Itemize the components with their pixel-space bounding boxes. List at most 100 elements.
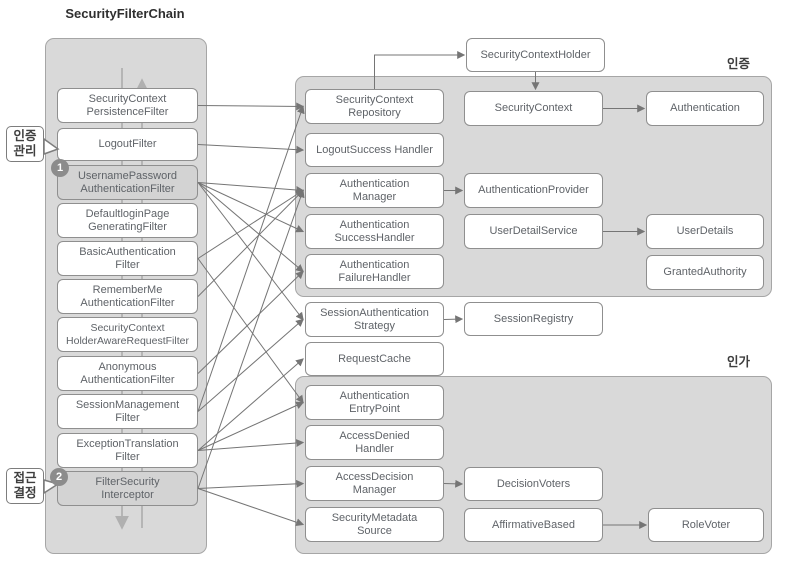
node-label: UserDetailService: [489, 225, 578, 237]
edge-fsi-to-sms: [197, 488, 305, 527]
node-granted-authority: GrantedAuthority: [646, 255, 764, 290]
node-label: AuthenticationFilter: [80, 296, 175, 309]
edge-scpf-to-screpo: [197, 102, 305, 111]
edge-upaf-to-authsuccess: [197, 182, 305, 233]
node-label: AuthenticationProvider: [478, 184, 589, 196]
node-label: DecisionVoters: [496, 477, 571, 490]
authorization-region-label: 인가: [726, 355, 750, 369]
edge-sas-to-sessionregistry: [443, 315, 464, 324]
node-label: Filter: [115, 258, 140, 271]
node-label: UsernamePassword: [77, 169, 178, 182]
node-user-details: UserDetails: [646, 214, 764, 249]
node-label: Anonymous: [98, 360, 157, 373]
node-label: Filter: [115, 450, 140, 463]
edge-basic-to-aep: [197, 258, 304, 404]
node-security-context: SecurityContext: [464, 91, 603, 126]
node-label: Filter: [115, 411, 140, 424]
badge-step-1: 1: [51, 159, 69, 177]
edge-upaf-to-authfailure: [197, 182, 304, 273]
node-label: Authentication: [339, 389, 410, 402]
callout-auth-manage: 인증 관리: [6, 126, 44, 162]
node-session-registry: SessionRegistry: [464, 302, 603, 336]
node-label: AccessDecision: [335, 470, 414, 483]
edge-logout-to-lsh: [197, 144, 305, 154]
edge-fsi-to-authmgr: [197, 189, 305, 489]
node-role-voter: RoleVoter: [648, 508, 764, 542]
edge-upaf-to-authmgr: [197, 182, 305, 194]
node-label: SecurityContextHolder: [480, 48, 591, 61]
node-label: EntryPoint: [349, 402, 400, 415]
diagram-title: SecurityFilterChain: [65, 6, 185, 21]
node-decision-voters: DecisionVoters: [464, 467, 603, 501]
callout-line: 인증: [13, 129, 37, 143]
node-label: LogoutFilter: [98, 138, 157, 150]
node-label: SecurityContext: [90, 321, 165, 334]
node-label: GrantedAuthority: [663, 266, 747, 278]
node-label: AffirmativeBased: [492, 518, 575, 531]
node-affirmative-based: AffirmativeBased: [464, 508, 603, 542]
node-label: AuthenticationFilter: [80, 182, 175, 195]
node-label: Source: [357, 524, 392, 537]
node-label: ExceptionTranslation: [76, 437, 179, 450]
node-label: SessionRegistry: [493, 312, 574, 325]
node-label: FailureHandler: [338, 271, 411, 284]
node-label: GeneratingFilter: [88, 220, 167, 233]
node-label: Authentication: [339, 258, 410, 271]
node-label: SecurityContext: [88, 92, 167, 105]
node-label: Manager: [352, 190, 397, 203]
node-label: PersistenceFilter: [86, 105, 169, 118]
node-label: RememberMe: [92, 283, 163, 296]
node-label: RoleVoter: [681, 518, 731, 531]
node-security-context-holder: SecurityContextHolder: [466, 38, 605, 72]
edge-basic-to-authmgr: [197, 189, 305, 259]
node-label: HolderAwareRequestFilter: [66, 334, 189, 347]
node-logout-success-handler: LogoutSuccess Handler: [305, 133, 444, 167]
edge-etf-to-requestcache: [197, 358, 304, 451]
node-label: SuccessHandler: [334, 231, 415, 244]
node-label: Authentication: [339, 177, 410, 190]
edge-fsi-to-adm: [197, 479, 305, 489]
node-label: DefaultloginPage: [85, 207, 170, 220]
node-authentication-provider: AuthenticationProvider: [464, 173, 603, 208]
callout-access-decision: 접근 결정: [6, 468, 44, 504]
node-label: Manager: [352, 483, 397, 496]
badge-step-2: 2: [50, 468, 68, 486]
node-user-detail-service: UserDetailService: [464, 214, 603, 249]
node-label: Interceptor: [101, 488, 154, 501]
callout-line: 결정: [13, 486, 37, 500]
node-label: SecurityContext: [494, 102, 573, 114]
callout-line: 관리: [13, 144, 37, 158]
node-label: RequestCache: [338, 352, 411, 365]
edge-upaf-to-sas: [197, 182, 304, 321]
node-label: Strategy: [354, 319, 395, 332]
node-label: Handler: [355, 442, 394, 455]
node-label: LogoutSuccess Handler: [316, 143, 433, 156]
edge-rememberme-to-authmgr: [197, 189, 304, 297]
authentication-region-label: 인증: [726, 57, 750, 71]
node-label: SecurityMetadata: [331, 511, 418, 524]
node-label: Repository: [348, 106, 401, 119]
node-label: BasicAuthentication: [79, 245, 176, 258]
edge-etf-to-adh: [197, 439, 305, 451]
node-label: Authentication: [670, 102, 740, 114]
node-label: AccessDenied: [339, 429, 410, 442]
node-authentication: Authentication: [646, 91, 764, 126]
